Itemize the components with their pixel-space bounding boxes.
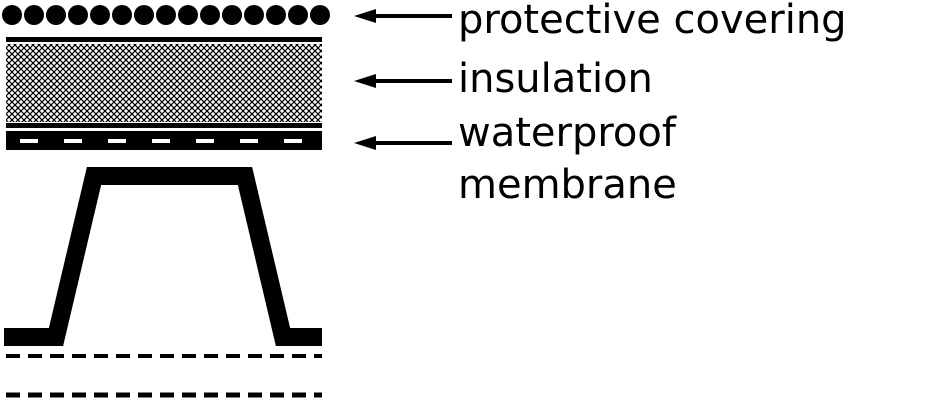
membrane-dash: [20, 139, 38, 143]
protective-covering-layer: [2, 5, 330, 25]
membrane-dash: [240, 139, 258, 143]
pebble-dot: [134, 5, 154, 25]
pebble-dot: [310, 5, 330, 25]
pebble-dot: [288, 5, 308, 25]
arrow-head-icon: [354, 136, 376, 150]
membrane-dash-pattern: [20, 139, 302, 143]
pebble-dot: [2, 5, 22, 25]
pebble-dot: [68, 5, 88, 25]
pebble-dot: [112, 5, 132, 25]
deck-profile: [4, 167, 322, 346]
arrow-head-icon: [354, 74, 376, 88]
pebble-dot: [90, 5, 110, 25]
arrow-head-icon: [354, 9, 376, 23]
pebble-dot: [200, 5, 220, 25]
membrane-dash: [64, 139, 82, 143]
arrow-insulation: [354, 74, 452, 88]
pebble-dot: [156, 5, 176, 25]
pebble-dot: [222, 5, 242, 25]
membrane-dash: [108, 139, 126, 143]
membrane-dash: [284, 139, 302, 143]
arrow-waterproof-membrane: [354, 136, 452, 150]
label-insulation: insulation: [458, 56, 653, 102]
pebble-dot: [24, 5, 44, 25]
covering-boundary-line: [6, 37, 322, 42]
label-protective-covering: protective covering: [458, 0, 847, 43]
label-membrane: membrane: [458, 162, 677, 208]
pebble-dot: [266, 5, 286, 25]
membrane-dash: [152, 139, 170, 143]
insulation-boundary-line: [6, 123, 322, 128]
membrane-dash: [196, 139, 214, 143]
insulation-layer: [6, 44, 322, 122]
arrow-protective-covering: [354, 9, 452, 23]
pebble-dot: [244, 5, 264, 25]
pebble-dot: [46, 5, 66, 25]
pebble-dot: [178, 5, 198, 25]
label-waterproof: waterproof: [458, 110, 677, 156]
